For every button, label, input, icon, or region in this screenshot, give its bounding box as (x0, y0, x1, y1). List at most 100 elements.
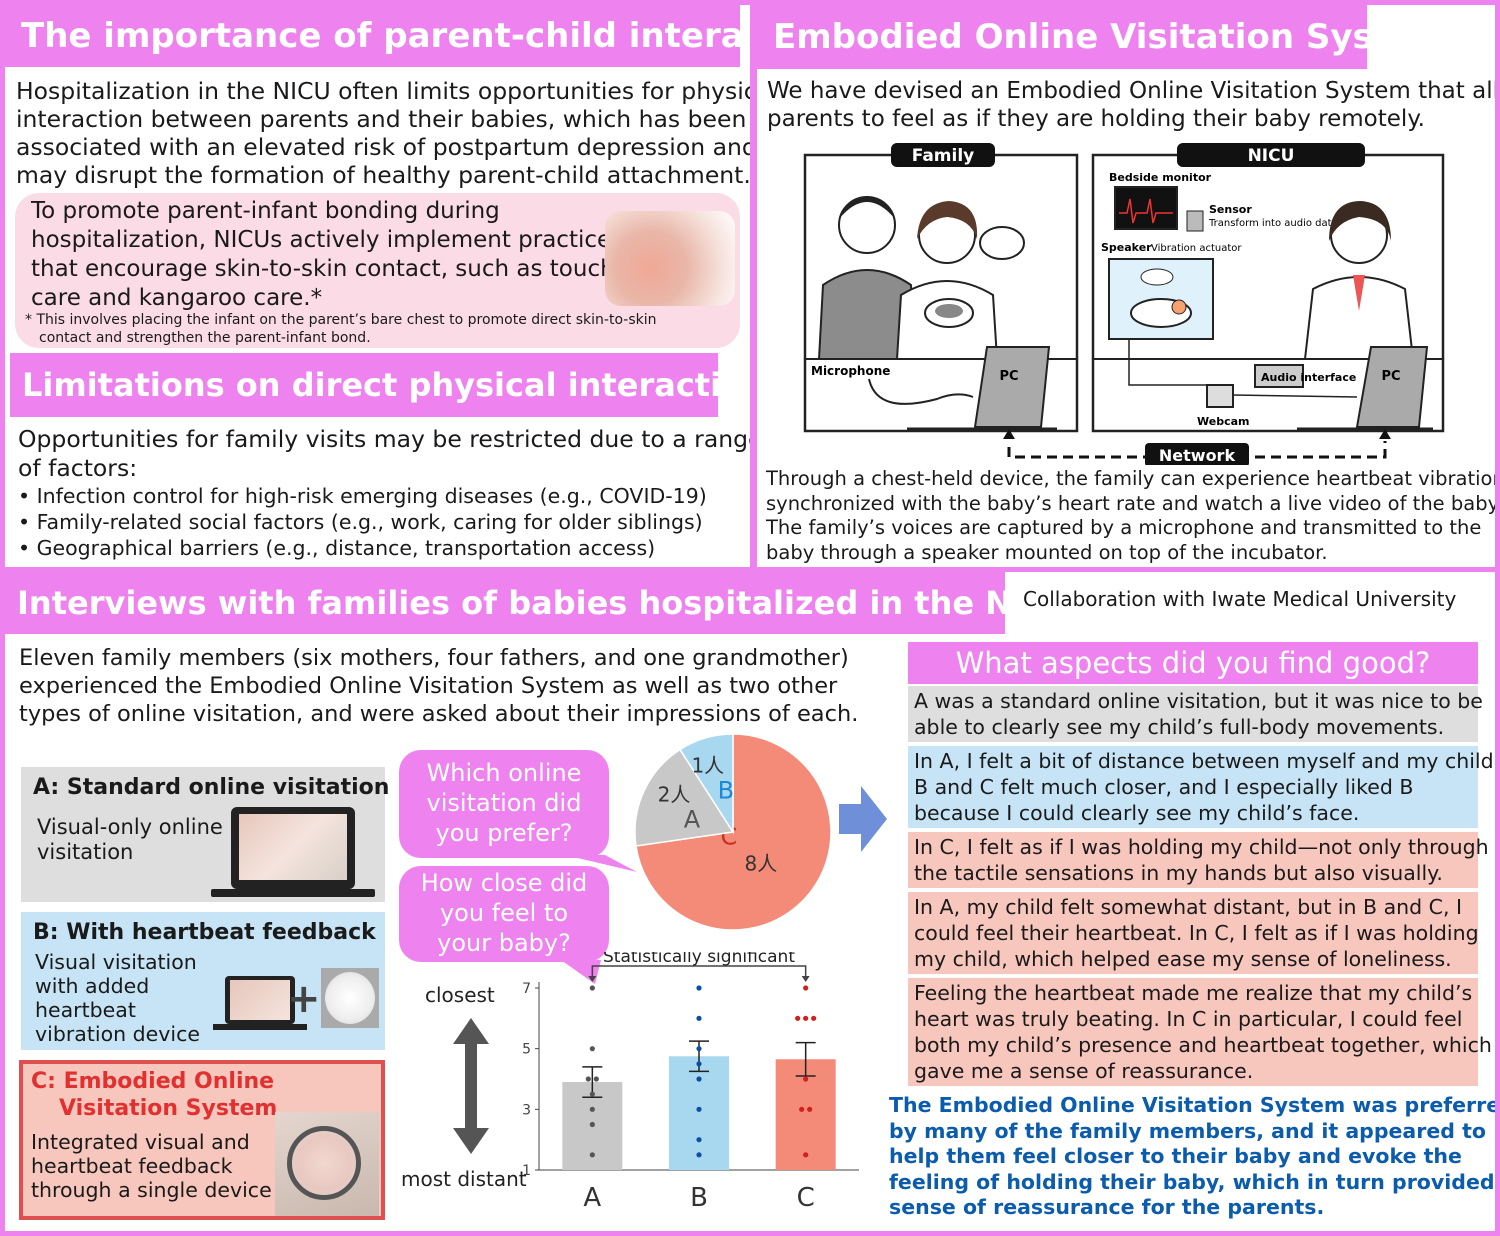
comment-c: Feeling the heartbeat made me realize th… (908, 978, 1492, 1086)
importance-title: The importance of parent-child interacti… (5, 5, 750, 67)
data-point-b (696, 1015, 702, 1021)
limitations-title: Limitations on direct physical interacti… (10, 353, 750, 417)
pie-slice-b (678, 733, 734, 835)
microphone-label: Microphone (811, 364, 890, 378)
network-label: Network (1159, 446, 1236, 465)
data-point-c (799, 1106, 805, 1112)
bullet-item: • Infection control for high-risk emergi… (18, 484, 707, 508)
mother-figure (895, 201, 1025, 360)
nicu-laptop (1297, 346, 1433, 431)
family-laptop (907, 346, 1057, 431)
system-description: Through a chest-held device, the family … (766, 467, 1495, 564)
data-point-c (803, 1015, 809, 1021)
laptop-b-screen (230, 980, 290, 1020)
doctor-figure (1303, 201, 1415, 360)
data-point-c (803, 1076, 809, 1082)
option-a-card: A: Standard online visitation Visual-onl… (21, 767, 389, 902)
option-c-title: C: Embodied Online Visitation System (31, 1069, 278, 1121)
comment-b: In A, I felt a bit of distance between m… (908, 746, 1495, 828)
pie-slice-a (634, 748, 735, 847)
option-c-desc: Integrated visual and heartbeat feedback… (31, 1130, 272, 1202)
sensor-box (1186, 210, 1204, 232)
pie-count-b: 1人 (691, 753, 724, 777)
question-close-bubble: How close did you feel to your baby? (399, 866, 609, 962)
conclusion: The Embodied Online Visitation System wa… (889, 1093, 1495, 1219)
pie-label-b: B (718, 776, 734, 804)
error-bar-c (795, 1041, 816, 1077)
plus-sign: + (287, 976, 321, 1022)
y-tick-label: 1 (522, 1163, 531, 1179)
interviews-panel: Interviews with families of babies hospi… (5, 572, 1495, 1231)
x-tick-label-c: C (797, 1183, 815, 1213)
laptop-a-base (211, 889, 375, 897)
collaboration-note: Collaboration with Iwate Medical Univers… (1023, 587, 1457, 611)
father-figure (817, 196, 917, 360)
y-tick-label: 3 (522, 1102, 531, 1118)
x-tick-label-a: A (583, 1183, 601, 1213)
vibration-device-photo (321, 968, 379, 1028)
double-arrow-icon (453, 1018, 489, 1154)
sensor-note: Transform into audio data (1208, 218, 1338, 229)
sensor-label: Sensor (1209, 203, 1252, 216)
significance-bracket (591, 965, 807, 980)
data-point-a (589, 1091, 595, 1097)
x-tick-label-b: B (690, 1183, 708, 1213)
data-point-b (696, 985, 702, 991)
data-point-a (589, 1106, 595, 1112)
audio-interface-box (1254, 364, 1304, 388)
importance-paragraph: Hospitalization in the NICU often limits… (16, 77, 750, 189)
footnote: * This involves placing the infant on th… (25, 312, 657, 346)
significance-arrow-c (801, 976, 810, 982)
kangaroo-care-text: To promote parent-infant bonding during … (31, 198, 624, 311)
speaker-label: Speaker (1101, 241, 1152, 254)
laptop-a-screen (239, 814, 347, 880)
data-point-b (696, 1061, 702, 1067)
embodied-device-photo (275, 1112, 379, 1216)
limitations-bullets: • Infection control for high-risk emergi… (18, 483, 707, 561)
comment-c: In A, my child felt somewhat distant, bu… (908, 892, 1479, 974)
interviews-intro: Eleven family members (six mothers, four… (19, 645, 859, 727)
bullet-item: • Family-related social factors (e.g., w… (18, 510, 703, 534)
system-diagram: Family PC Microphone NICU Bedsi (803, 143, 1445, 465)
data-point-b (696, 1152, 702, 1158)
laptop-b-base (213, 1024, 307, 1030)
data-point-a (593, 1076, 599, 1082)
data-point-a (589, 1121, 595, 1128)
significance-arrow-a (588, 976, 597, 982)
good-aspects-title: What aspects did you find good? (908, 642, 1478, 684)
bar-b (669, 1056, 729, 1170)
y-label-most-distant: most distant (401, 1167, 527, 1191)
comment-a: A was a standard online visitation, but … (908, 686, 1483, 742)
y-label-closest: closest (425, 983, 495, 1007)
audio-interface-label: Audio interface (1261, 371, 1356, 384)
family-label: Family (912, 146, 975, 166)
significance-label: Statistically significant (603, 952, 795, 967)
kangaroo-care-box: To promote parent-infant bonding during … (15, 193, 740, 348)
data-point-a (589, 985, 595, 991)
y-tick-label: 5 (522, 1042, 531, 1058)
data-point-a (585, 1076, 591, 1082)
comment-c: In C, I felt as if I was holding my chil… (908, 832, 1489, 888)
importance-panel: The importance of parent-child interacti… (5, 5, 750, 567)
question-prefer-bubble: Which online visitation did you prefer? (399, 750, 609, 858)
webcam-box (1206, 384, 1234, 408)
network-label-bg (1145, 443, 1249, 465)
bedside-monitor (1114, 186, 1178, 230)
pc-label-family: PC (999, 369, 1018, 384)
vibration-label: Vibration actuator (1151, 243, 1242, 254)
right-arrow-icon (839, 786, 887, 852)
nicu-label-bg (1177, 143, 1365, 167)
bullet-item: • Geographical barriers (e.g., distance,… (18, 536, 656, 560)
data-point-b (696, 1106, 702, 1112)
webcam-label: Webcam (1197, 415, 1249, 428)
comments-list: A was a standard online visitation, but … (908, 686, 1495, 1090)
data-point-c (803, 985, 809, 991)
system-intro: We have devised an Embodied Online Visit… (767, 78, 1495, 132)
pie-label-a: A (684, 806, 701, 834)
data-point-c (811, 1015, 817, 1021)
interviews-title: Interviews with families of babies hospi… (5, 572, 1073, 634)
bubble-tails (561, 855, 637, 984)
family-label-bg (891, 143, 995, 167)
